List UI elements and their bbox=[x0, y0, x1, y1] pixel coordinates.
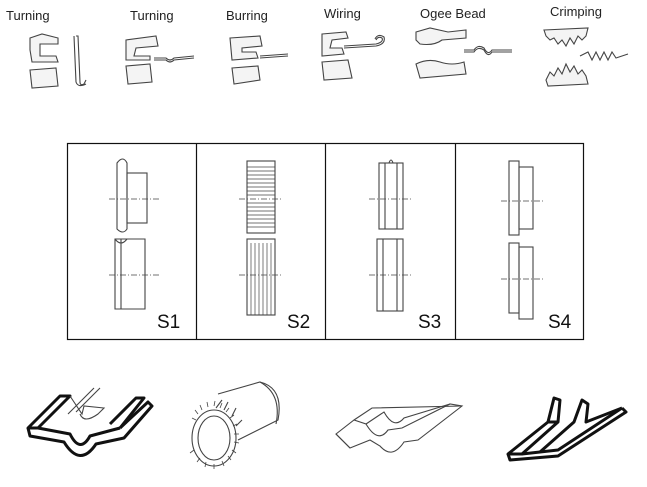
roller-set-s3-icon bbox=[369, 159, 413, 312]
roller-set-s1-icon bbox=[109, 158, 159, 310]
roller-sets-diagram bbox=[66, 142, 585, 341]
roller-set-label-s2: S2 bbox=[287, 312, 311, 333]
turning-profile-b-icon bbox=[125, 35, 195, 85]
burring-profile-icon bbox=[229, 35, 289, 85]
bead-fold-sheet-icon bbox=[26, 387, 154, 457]
operation-label-turning-2: Turning bbox=[130, 8, 174, 23]
wiring-profile-icon bbox=[321, 31, 385, 81]
operation-label-ogee-bead: Ogee Bead bbox=[420, 6, 486, 21]
roller-set-label-s3: S3 bbox=[418, 312, 442, 333]
roller-set-label-s4: S4 bbox=[548, 312, 572, 333]
ogee-bead-profile-icon bbox=[415, 27, 512, 79]
turning-profile-a-icon bbox=[29, 33, 87, 89]
operation-label-crimping: Crimping bbox=[550, 4, 603, 19]
operation-label-burring: Burring bbox=[226, 8, 268, 23]
operation-label-wiring: Wiring bbox=[324, 6, 361, 21]
ogee-bead-sheet-icon bbox=[335, 403, 464, 453]
operation-label-turning-1: Turning bbox=[6, 8, 50, 23]
crimped-tube-icon bbox=[189, 381, 280, 469]
crimping-profile-icon bbox=[543, 27, 629, 87]
roller-set-s4-icon bbox=[501, 160, 543, 320]
roller-set-label-s1: S1 bbox=[157, 312, 181, 333]
roller-set-s2-icon bbox=[239, 160, 283, 316]
offset-joint-sheet-icon bbox=[506, 396, 628, 462]
